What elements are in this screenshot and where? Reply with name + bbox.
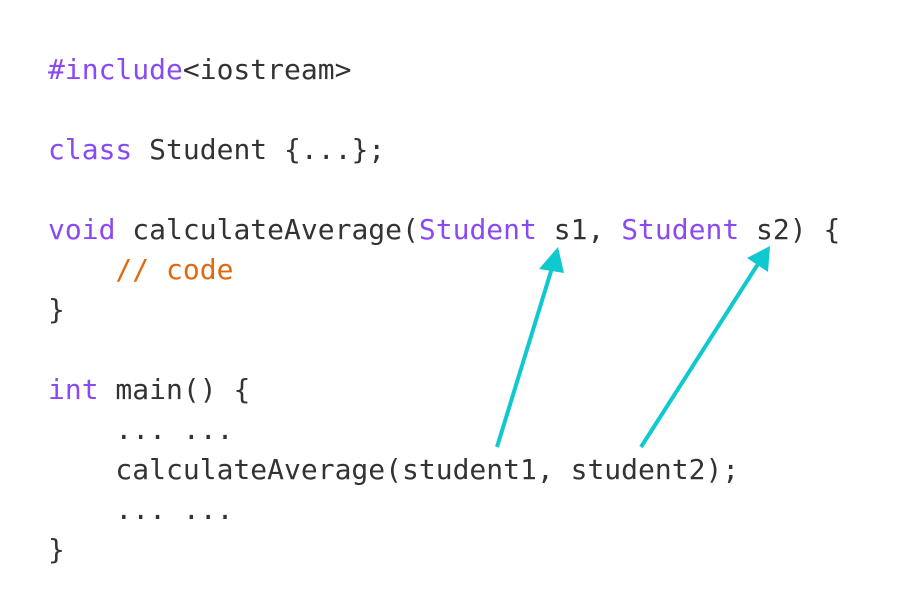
param-s1: s1, (536, 213, 622, 246)
code-line-ellipsis: ... ... (48, 413, 234, 446)
code-line-close-brace: } (48, 293, 65, 326)
code-line-close-brace: } (48, 533, 65, 566)
code-line-function-signature: void calculateAverage(Student s1, Studen… (48, 210, 840, 250)
param-s2: s2) { (739, 213, 841, 246)
keyword: void (48, 213, 116, 246)
code-comment: // code (48, 253, 234, 286)
code-line-function-call: calculateAverage(student1, student2); (48, 453, 740, 486)
code-line-ellipsis: ... ... (48, 493, 234, 526)
code-line-main: int main() { (48, 370, 840, 410)
code-line-include: #include<iostream> (48, 50, 840, 90)
arrow-student2-to-s2 (639, 246, 770, 449)
code-text: main() { (98, 373, 251, 406)
code-text: calculateAverage( (115, 213, 419, 246)
keyword: class (48, 133, 133, 166)
type-name: Student (418, 213, 537, 246)
arrow-student1-to-s1 (495, 247, 564, 448)
code-line-class: class Student {...}; (48, 130, 840, 170)
code-block: #include<iostream> class Student {...}; … (48, 50, 840, 570)
type-name: Student (621, 213, 740, 246)
code-text: Student {...}; (132, 133, 386, 166)
keyword: #include (48, 53, 183, 86)
code-text: <iostream> (182, 53, 352, 86)
keyword: int (48, 373, 99, 406)
